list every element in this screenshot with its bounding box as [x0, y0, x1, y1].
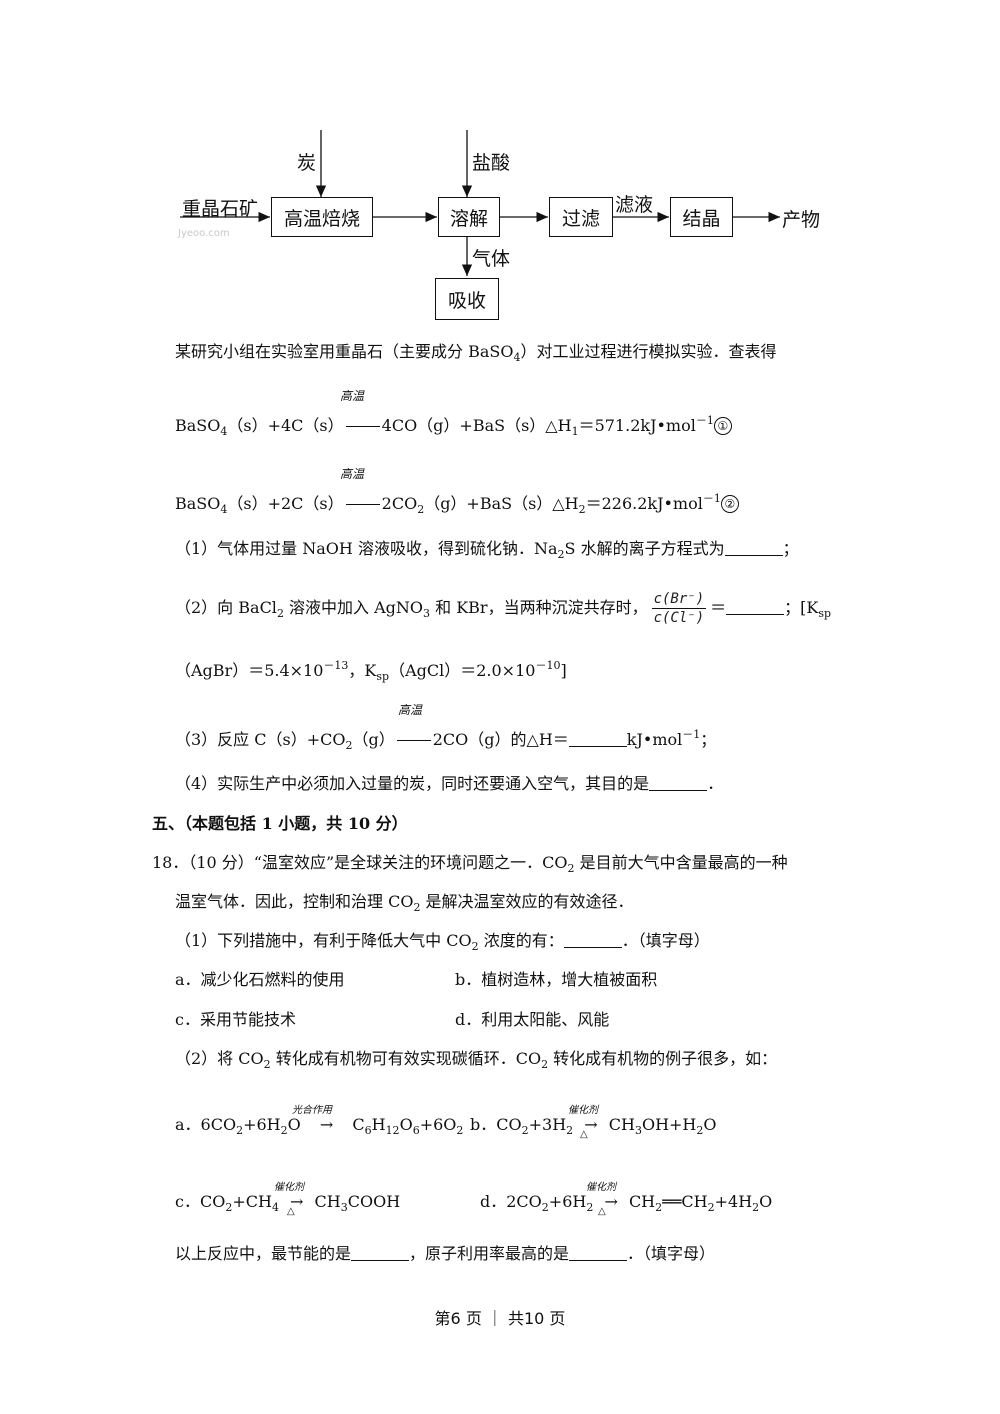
q18-line2: 温室气体．因此，控制和治理 CO2 是解决温室效应的有效途径． — [175, 892, 634, 914]
reaction-a: a．6CO2+6H2O → C6H12O6+6O2 — [175, 1115, 464, 1137]
rxn-d-heat: △ — [598, 1206, 606, 1217]
watermark: Jyeoo.com — [178, 228, 230, 239]
rxn-b-condition: 催化剂 — [568, 1105, 598, 1116]
reaction-b: b．CO2+3H2 → CH3OH+H2O — [470, 1115, 717, 1137]
intro-line: 某研究小组在实验室用重晶石（主要成分 BaSO4）对工业过程进行模拟实验．查表得 — [175, 342, 777, 364]
section-heading: 五、（本题包括 1 小题，共 10 分） — [152, 814, 408, 833]
question-2: （2）向 BaCl2 溶液中加入 AgNO3 和 KBr，当两种沉淀共存时，c(… — [175, 591, 832, 626]
option-a: a．减少化石燃料的使用 — [175, 970, 345, 989]
flow-input-carbon: 炭 — [297, 152, 317, 174]
reaction-c: c．CO2+CH4 → CH3COOH — [175, 1192, 401, 1214]
answer-blank[interactable] — [568, 732, 627, 747]
answer-blank[interactable] — [569, 1246, 628, 1261]
eq2-condition: 高温 — [340, 467, 365, 481]
page-footer: 第6 页 ｜ 共10 页 — [434, 1309, 566, 1328]
rxn-d-condition: 催化剂 — [586, 1182, 616, 1193]
equation-2: BaSO4（s）+2C（s）2CO2（g）+BaS（s）△H2＝226.2kJ•… — [175, 488, 739, 521]
box-roast: 高温焙烧 — [271, 197, 373, 237]
rxn-c-condition: 催化剂 — [274, 1182, 304, 1193]
answer-blank[interactable] — [563, 933, 622, 948]
rxn-c-heat: △ — [287, 1206, 295, 1217]
box-crystallize: 结晶 — [670, 197, 733, 237]
option-c: c．采用节能技术 — [175, 1010, 296, 1029]
question-2-ksp: （AgBr）＝5.4×10－13，Ksp（AgCl）＝2.0×10－10] — [175, 659, 567, 683]
flowchart-arrows — [180, 130, 780, 276]
answer-blank[interactable] — [726, 600, 785, 615]
rxn-b-heat: △ — [580, 1129, 588, 1140]
option-b: b．植树造林，增大植被面积 — [455, 970, 658, 989]
eq1-condition: 高温 — [340, 389, 365, 403]
rxn-a-condition: 光合作用 — [292, 1105, 332, 1116]
q18-line1: 18．（10 分）“温室效应”是全球关注的环境问题之一．CO2 是目前大气中含量… — [152, 853, 788, 875]
box-filter: 过滤 — [549, 197, 613, 237]
box-dissolve: 溶解 — [438, 197, 500, 237]
answer-blank[interactable] — [351, 1246, 410, 1261]
flow-label-gas: 气体 — [472, 248, 511, 270]
q3-condition: 高温 — [398, 703, 423, 717]
reaction-d: d．2CO2+6H2 → CH2══CH2+4H2O — [480, 1192, 773, 1214]
question-3: （3）反应 C（s）+CO2（g）2CO（g）的△H＝kJ•mol－1； — [175, 728, 717, 752]
answer-blank[interactable] — [724, 541, 783, 556]
question-1: （1）气体用过量 NaOH 溶液吸收，得到硫化钠．Na2S 水解的离子方程式为； — [175, 539, 799, 561]
box-absorb: 吸收 — [435, 278, 499, 320]
ratio-fraction: c(Br⁻)c(Cl⁻) — [651, 591, 707, 626]
q18-part2: （2）将 CO2 转化成有机物可有效实现碳循环．CO2 转化成有机物的例子很多，… — [175, 1049, 778, 1071]
equation-1: BaSO4（s）+4C（s）4CO（g）+BaS（s）△H1＝571.2kJ•m… — [175, 410, 732, 443]
flow-label-product: 产物 — [782, 209, 821, 231]
flow-label-filtrate: 滤液 — [615, 194, 654, 216]
option-d: d．利用太阳能、风能 — [455, 1010, 610, 1029]
q18-final: 以上反应中，最节能的是，原子利用率最高的是．（填字母） — [175, 1244, 716, 1263]
question-4: （4）实际生产中必须加入过量的炭，同时还要通入空气，其目的是． — [175, 774, 724, 793]
flow-input-acid: 盐酸 — [472, 152, 511, 174]
answer-blank[interactable] — [649, 776, 708, 791]
flow-input-ore: 重晶石矿 — [182, 198, 259, 220]
q18-part1: （1）下列措施中，有利于降低大气中 CO2 浓度的有：．（填字母） — [175, 931, 710, 953]
